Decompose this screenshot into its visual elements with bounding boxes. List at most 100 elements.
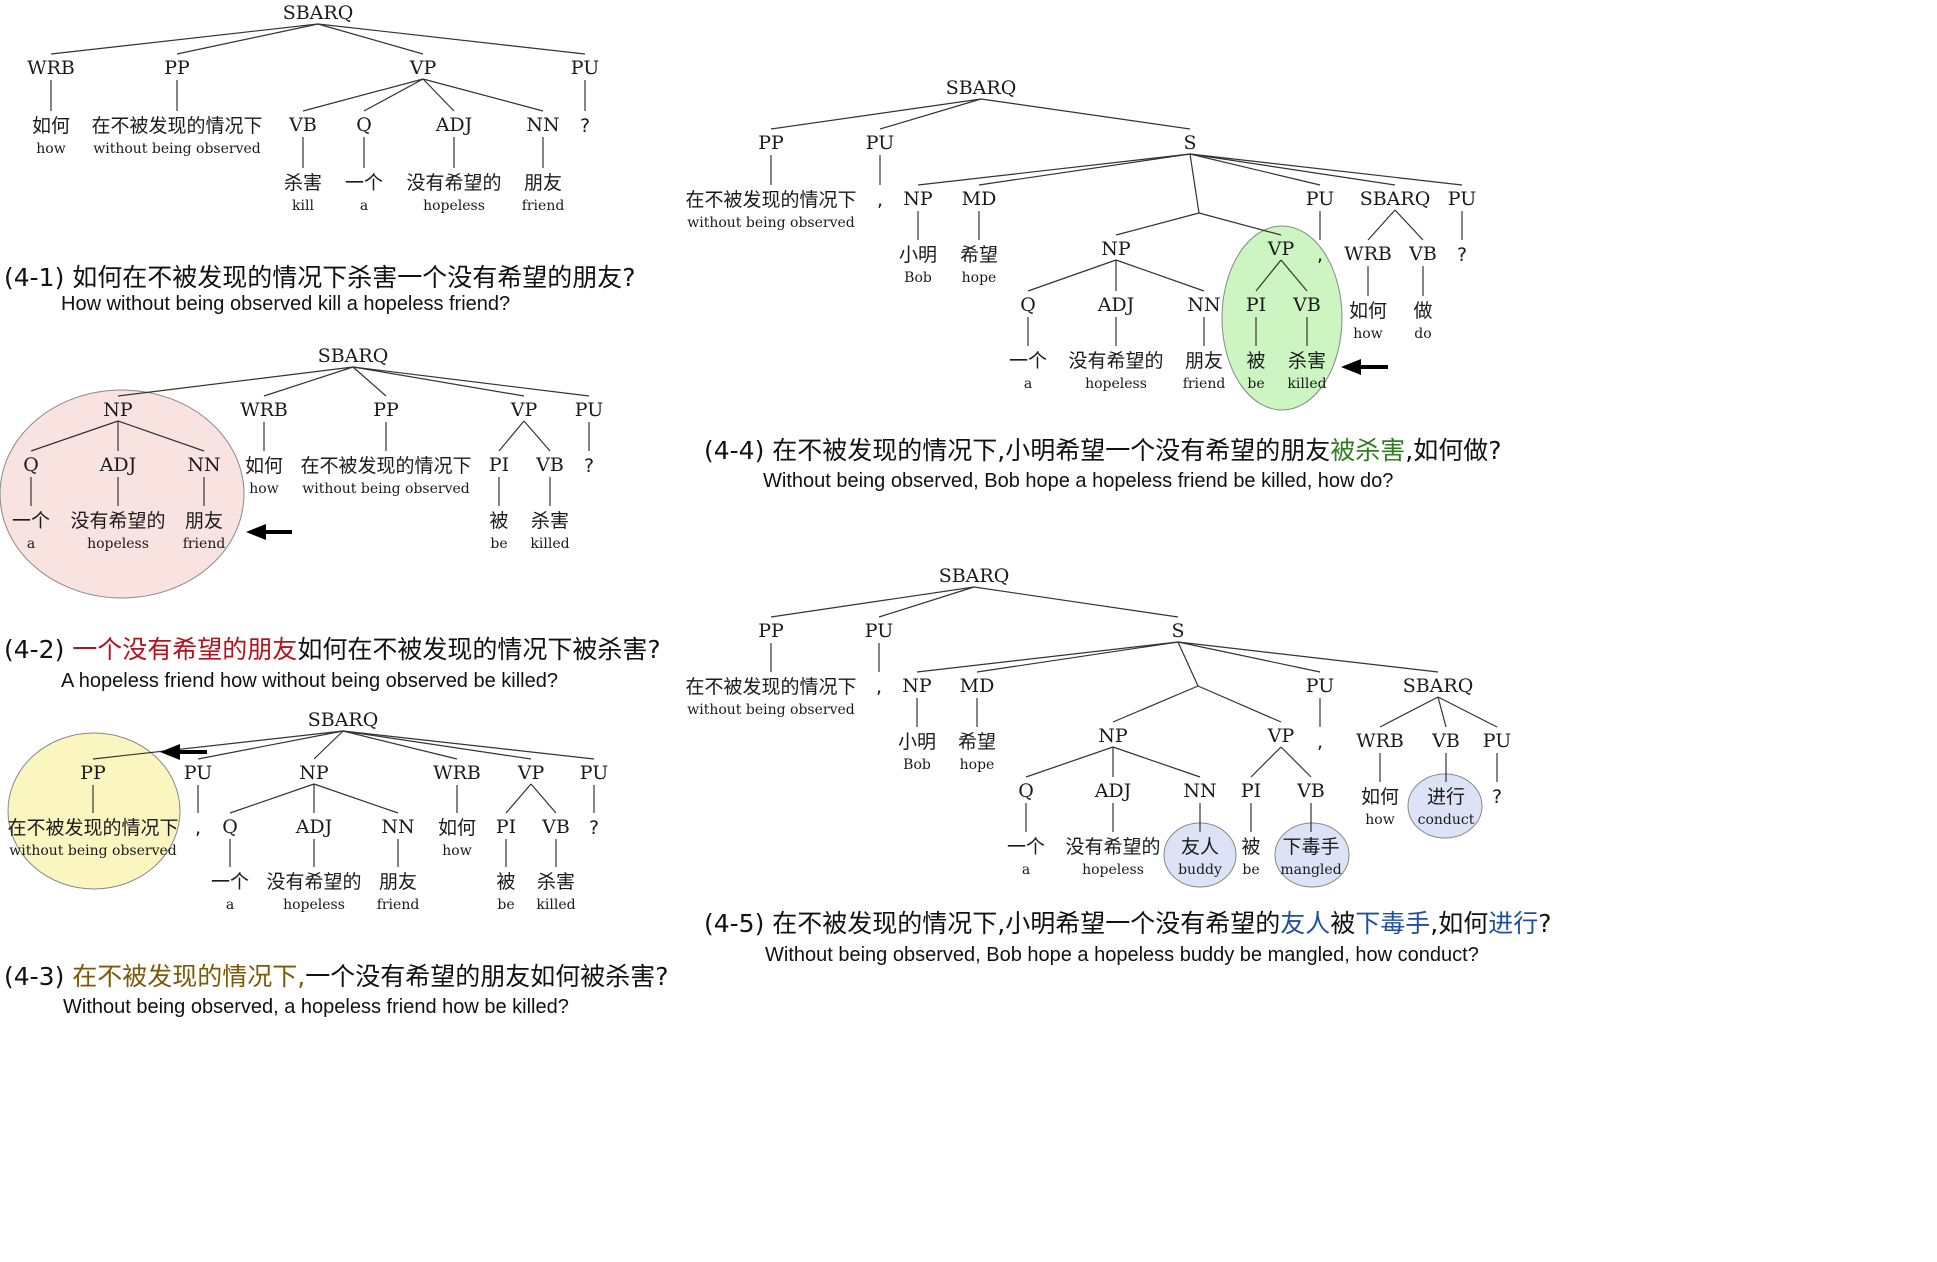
tree-node-label: SBARQ [939,565,1010,587]
tree-word-en: Bob [904,270,932,286]
caption-4-4: (4-4) 在不被发现的情况下,小明希望一个没有希望的朋友被杀害,如何做? [704,431,1501,467]
tree-node-label: VB [1296,780,1325,802]
tree-word-zh: ? [1492,786,1502,808]
tree-edge [1115,259,1205,292]
tree-node-label: PU [866,132,894,154]
tree-word-en: without being observed [302,481,470,497]
tree-word-zh: 在不被发现的情况下 [7,817,178,839]
arrow-icon [1341,359,1388,375]
tree-node-label: Q [1018,780,1034,802]
tree-word-zh: 杀害 [1288,350,1326,372]
tree-node-label: Q [23,454,39,476]
tree-node-label: VP [409,57,437,79]
tree-node-label: NP [299,762,329,784]
tree-edge [1189,153,1200,214]
tree-edge [317,23,586,55]
tree-edge [302,78,424,112]
vp-highlight-bubble [1221,225,1343,411]
tree-edge [1027,259,1117,292]
tree-edge [1250,746,1282,778]
tree-word-zh: 没有希望的 [266,871,361,893]
tree-word-zh: 朋友 [185,510,223,532]
tree-edge [263,366,354,397]
tree-edge [352,366,525,397]
tree-node-label: WRB [1356,730,1404,752]
tree-word-en: hope [960,757,995,773]
tree-node-label: ADJ [1097,294,1135,316]
tree-word-en: conduct [1418,812,1475,828]
tree-word-zh: 没有希望的 [1065,836,1160,858]
tree-node-label: VP [1267,238,1295,260]
tree-edge [523,420,551,452]
tree-word-zh: 被 [489,510,508,532]
tree-edge [92,730,344,760]
tree-node-label: WRB [240,399,288,421]
caption-number: (4-2) [4,635,73,664]
tree-word-en: hopeless [87,536,149,552]
tree-node-label: PI [496,816,516,838]
tree-node-label: ADJ [99,454,137,476]
tree-word-zh: 在不被发现的情况下 [91,115,262,137]
tree-edge [1112,685,1199,723]
tree-node-label: PU [1306,675,1334,697]
tree-edge [770,586,975,618]
tree-word-zh: 没有希望的 [1068,350,1163,372]
tree-word-en: buddy [1178,862,1222,878]
tree-word-en: hopeless [423,198,485,214]
tree-node-label: SBARQ [283,2,354,24]
translation-4-4: Without being observed, Bob hope a hopel… [763,470,1394,492]
tree-word-zh: 一个 [211,871,249,893]
tree-node-label: NN [1183,780,1216,802]
tree-word-zh: ? [580,115,590,137]
tree-word-en: a [27,536,35,552]
tree-word-en: friend [1183,376,1226,392]
tree-node-label: PU [865,620,893,642]
tree-node-label: NN [1187,294,1220,316]
tree-word-zh: 如何 [1349,300,1387,322]
tree-word-zh: 朋友 [379,871,417,893]
tree-word-en: do [1414,326,1431,342]
tree-word-zh: 一个 [345,172,383,194]
tree-node-label: PU [571,57,599,79]
caption-highlight: 在不被发现的情况下, [72,962,306,991]
tree-node-label: PP [80,762,106,784]
tree-word-zh: , [877,189,883,211]
tree-node-label: VB [541,816,570,838]
tree-node-label: SBARQ [1360,188,1431,210]
tree-edge [916,641,1179,673]
tree-edge [1394,209,1424,241]
tree-node-label: VP [517,762,545,784]
tree-word-zh: , [876,676,882,698]
tree-node-label: NP [903,188,933,210]
tree-node-label: NP [902,675,932,697]
tree-edge [229,783,315,814]
tree-word-en: how [1365,812,1394,828]
tree-word-zh: 友人 [1181,836,1219,858]
tree-edge [1189,153,1396,186]
tree-edge [422,78,455,112]
translation-4-1: How without being observed kill a hopele… [61,293,511,315]
translation-4-2: A hopeless friend how without being obse… [61,670,558,692]
tree-edge [1177,641,1321,673]
tree-node-label: ADJ [1094,780,1132,802]
tree-word-zh: ? [584,455,594,477]
tree-word-zh: 如何 [1361,786,1399,808]
tree-node-label: PU [580,762,608,784]
tree-edge [313,730,344,760]
tree-word-en: hope [962,270,997,286]
tree-word-zh: 没有希望的 [406,172,501,194]
tree-node-label: PP [164,57,190,79]
tree-edge [1255,259,1282,292]
caption-4-1: (4-1) 如何在不被发现的情况下杀害一个没有希望的朋友? [4,258,636,294]
tree-edge [530,783,557,814]
tree-edge [1189,153,1321,186]
tree-word-zh: 杀害 [537,871,575,893]
tree-word-zh: 被 [496,871,515,893]
caption-text: ,如何做? [1405,436,1502,465]
tree-node-label: PP [758,620,784,642]
tree-word-zh: 一个 [1009,350,1047,372]
tree-edge [879,98,982,130]
tree-word-en: be [1242,862,1259,878]
tree-node-label: WRB [433,762,481,784]
